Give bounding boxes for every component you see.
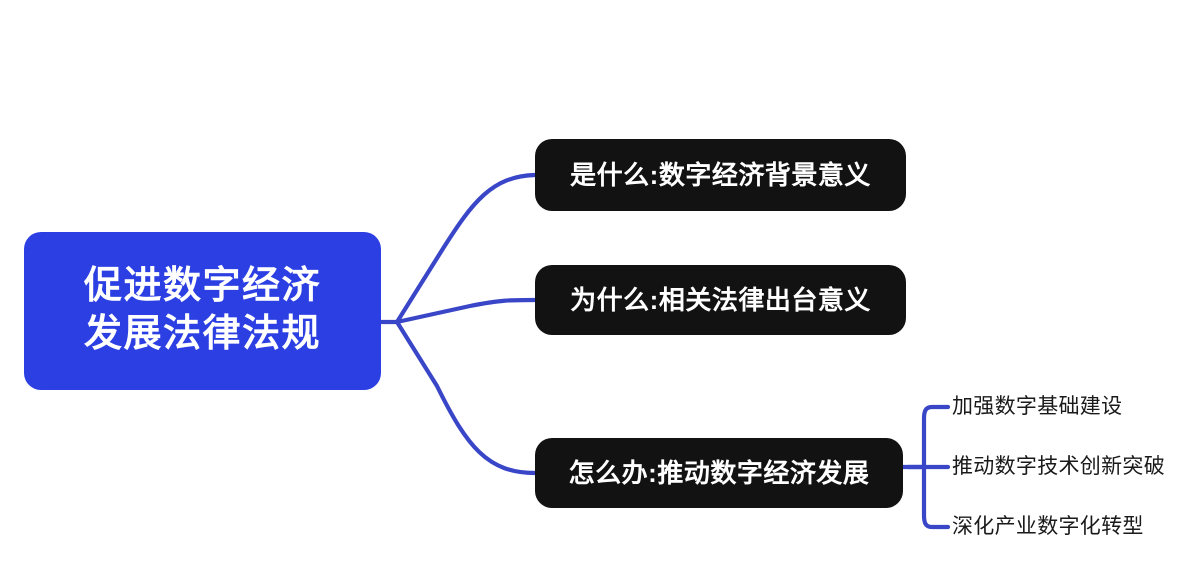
branch-node-how[interactable]: 怎么办:推动数字经济发展: [535, 438, 903, 508]
branch-node-label: 是什么:数字经济背景意义: [570, 160, 871, 190]
branch-node-label: 怎么办:推动数字经济发展: [568, 458, 870, 488]
leaf-node-infrastructure[interactable]: 加强数字基础建设: [952, 395, 1123, 418]
connector-root-to-branch-1: [394, 297, 538, 325]
branch-node-label: 为什么:相关法律出台意义: [570, 285, 871, 315]
branch-node-what-is[interactable]: 是什么:数字经济背景意义: [535, 139, 906, 211]
leaf-node-industry-transformation[interactable]: 深化产业数字化转型: [952, 515, 1144, 538]
connector-root-to-branch-0: [394, 172, 538, 325]
root-node-line-1: 促进数字经济: [83, 265, 321, 308]
connector-root-to-branch-2: [394, 319, 538, 476]
connector-branch-2-bracket: [921, 404, 951, 530]
root-node-line-2: 发展法律法规: [83, 313, 321, 355]
branch-node-why[interactable]: 为什么:相关法律出台意义: [535, 265, 906, 335]
leaf-node-tech-innovation[interactable]: 推动数字技术创新突破: [952, 455, 1165, 478]
root-node[interactable]: 促进数字经济 发展法律法规: [24, 232, 381, 390]
